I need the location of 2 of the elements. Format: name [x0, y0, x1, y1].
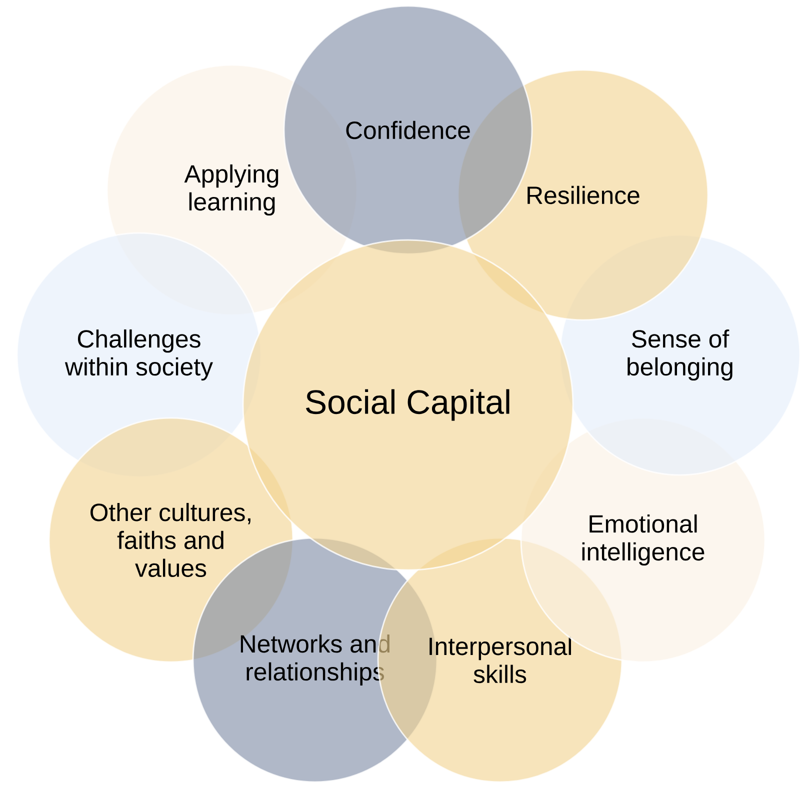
bubble: Sense of belonging	[559, 234, 801, 476]
bubble: Challenges within society	[16, 232, 262, 478]
